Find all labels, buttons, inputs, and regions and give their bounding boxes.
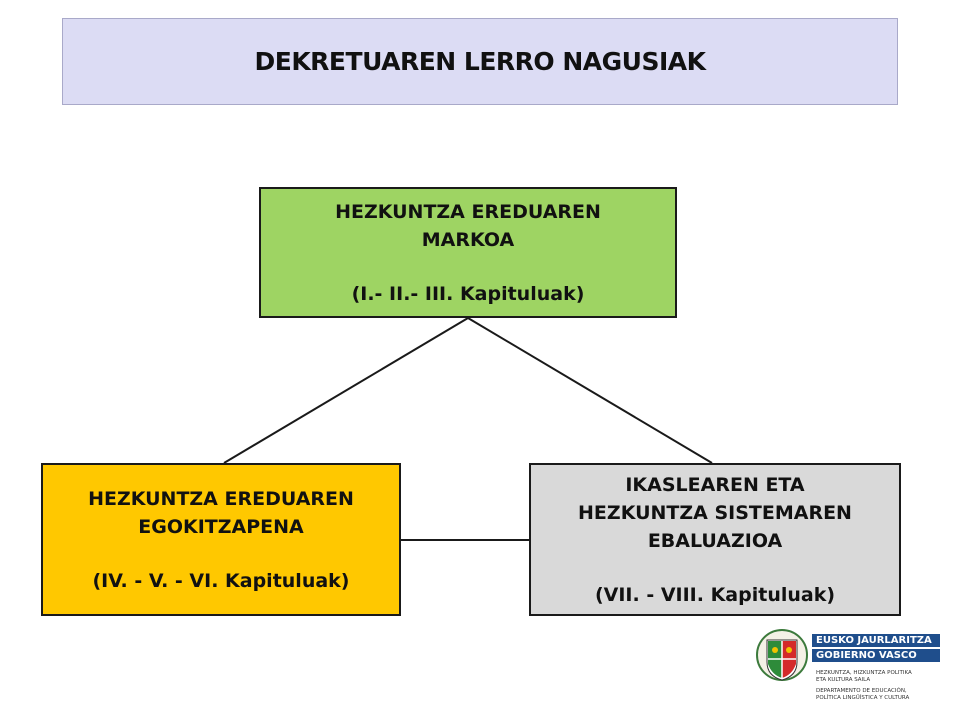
box-adaptation-heading: HEZKUNTZA EREDUAREN EGOKITZAPENA <box>88 487 354 538</box>
box-framework-heading: HEZKUNTZA EREDUAREN MARKOA <box>335 200 601 251</box>
logo-line-eusko-jaurlaritza: EUSKO JAURLARITZA <box>812 634 940 647</box>
title-banner: DEKRETUAREN LERRO NAGUSIAK <box>62 18 898 105</box>
logo-line-gobierno-vasco: GOBIERNO VASCO <box>812 649 940 662</box>
government-logo: EUSKO JAURLARITZA GOBIERNO VASCO HEZKUNT… <box>756 626 942 714</box>
box-evaluation: IKASLEAREN ETA HEZKUNTZA SISTEMAREN EBAL… <box>529 463 901 616</box>
box-evaluation-heading: IKASLEAREN ETA HEZKUNTZA SISTEMAREN EBAL… <box>578 473 852 552</box>
connector-top-to-right <box>467 317 713 464</box>
page-title: DEKRETUAREN LERRO NAGUSIAK <box>254 47 706 76</box>
coat-of-arms-icon <box>756 629 808 681</box>
box-adaptation: HEZKUNTZA EREDUAREN EGOKITZAPENA (IV. - … <box>41 463 401 616</box>
box-framework: HEZKUNTZA EREDUAREN MARKOA (I.- II.- III… <box>259 187 677 318</box>
box-adaptation-chapters: (IV. - V. - VI. Kapituluak) <box>92 569 350 592</box>
connector-top-to-left <box>223 317 469 464</box>
box-evaluation-chapters: (VII. - VIII. Kapituluak) <box>594 583 836 606</box>
box-framework-chapters: (I.- II.- III. Kapituluak) <box>351 282 585 305</box>
logo-department-basque: HEZKUNTZA, HIZKUNTZA POLITIKA ETA KULTUR… <box>816 670 912 683</box>
logo-department-spanish: DEPARTAMENTO DE EDUCACIÓN, POLÍTICA LING… <box>816 688 910 701</box>
